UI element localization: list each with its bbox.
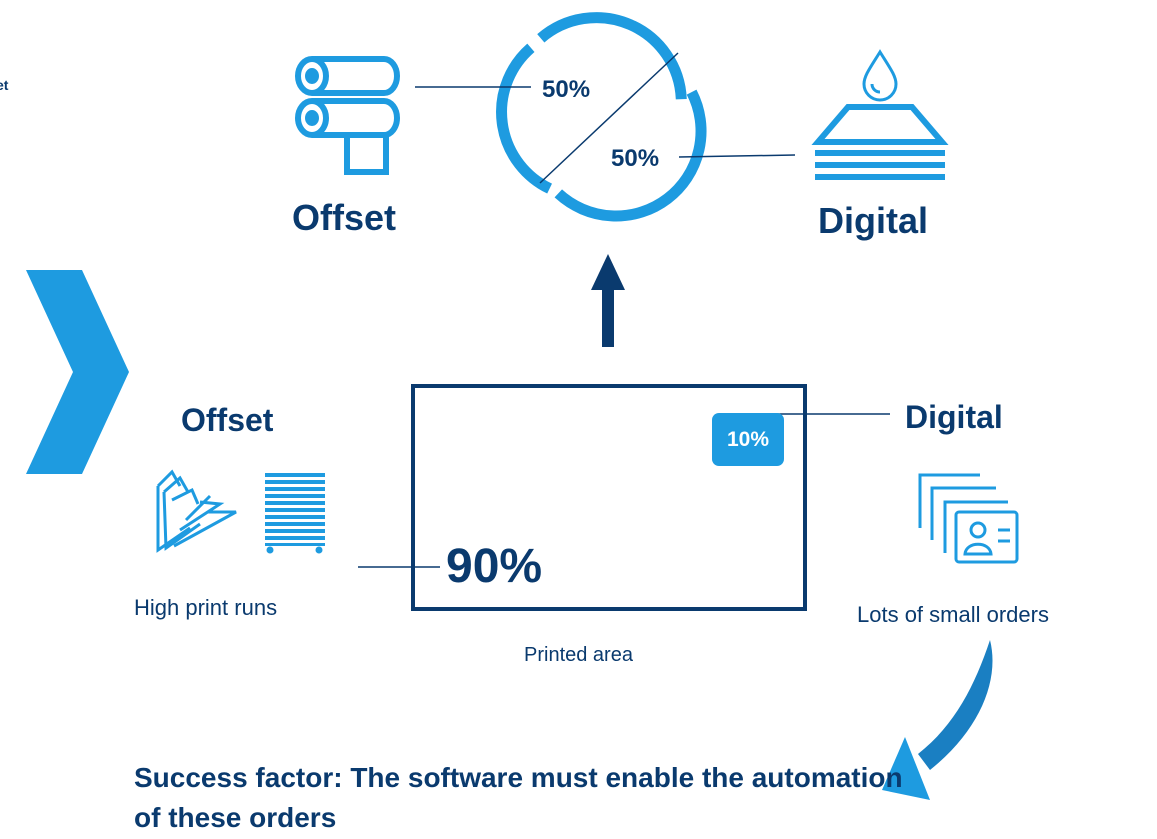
printed-area-caption: Printed area <box>524 644 633 666</box>
success-factor-text: Success factor: The software must enable… <box>134 762 903 833</box>
split-circle <box>496 12 707 222</box>
small-orders-caption: Lots of small orders <box>857 602 1049 627</box>
digital-top-label: Digital <box>818 200 929 241</box>
offset-bottom-label: Offset <box>181 402 274 438</box>
ink-drop-icon <box>862 49 898 102</box>
id-cards-icon <box>918 473 1019 564</box>
leader-line-digital-top <box>678 154 796 158</box>
chevron-right-icon <box>26 270 129 474</box>
offset-bottom-percent: 90% <box>446 540 543 593</box>
digital-top-percent: 50% <box>611 145 660 172</box>
offset-top-percent: 50% <box>542 76 591 103</box>
digital-bottom-label: Digital <box>905 399 1003 435</box>
partial-label: et <box>0 77 9 93</box>
printed-area-box <box>411 384 807 611</box>
digital-bottom-percent: 10% <box>726 428 770 451</box>
high-print-runs-caption: High print runs <box>134 595 278 620</box>
up-arrow-icon <box>591 254 625 347</box>
paper-roll-icon <box>295 56 400 175</box>
paper-ream-icon <box>265 473 325 554</box>
curved-arrow-icon <box>882 640 993 800</box>
offset-top-label: Offset <box>292 197 397 238</box>
paper-stack-icon <box>811 104 949 180</box>
folded-sheets-icon <box>156 469 237 553</box>
digital-percent-badge: 10% <box>712 413 784 466</box>
